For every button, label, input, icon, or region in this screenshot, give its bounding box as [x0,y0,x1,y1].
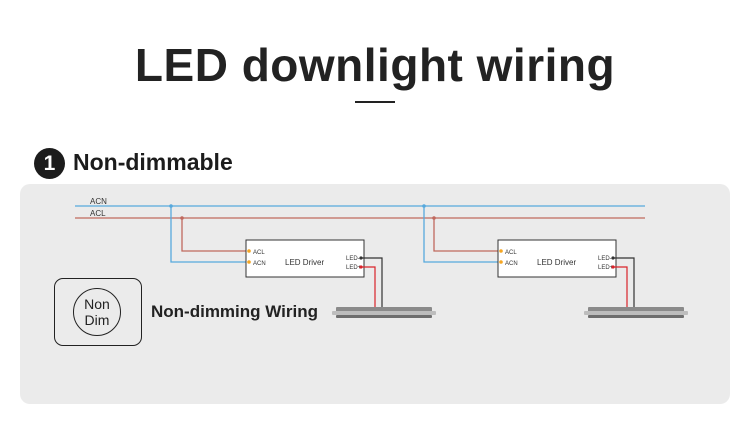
acl-bus-label: ACL [90,209,106,218]
acl-terminal [247,249,251,253]
led-positive-wire [613,266,628,307]
page-title: LED downlight wiring [134,39,616,91]
acn-drop-wire [423,206,498,263]
acn-bus-label: ACN [90,197,107,206]
led-driver-box [497,239,617,278]
title-underline [355,101,395,103]
non-dim-icon-line1: Non [84,296,110,312]
downlight-fixture [332,307,436,318]
driver-group-1: ACL ACN LED Driver LED- LED+ [169,204,436,318]
led-negative-wire [361,257,383,307]
driver-acl-label: ACL [253,250,265,256]
acl-drop-wire [433,218,498,252]
non-dim-icon-line2: Dim [84,312,110,328]
section-number-badge: 1 [34,148,65,179]
driver-acl-label: ACL [505,250,517,256]
driver-acn-label: ACN [253,261,266,267]
led-negative-wire [613,257,635,307]
section-title: Non-dimmable [73,149,233,175]
acl-terminal [499,249,503,253]
driver-group-2: ACL ACN LED Driver LED- LED+ [422,204,688,318]
driver-acn-label: ACN [505,261,518,267]
acn-terminal [499,260,503,264]
driver-led-pos-label: LED+ [346,265,362,271]
non-dim-icon: Non Dim [73,288,121,336]
driver-led-neg-label: LED- [598,256,612,262]
non-dim-icon-box: Non Dim [54,278,142,346]
downlight-fixture [584,307,688,318]
acn-drop-wire [170,206,246,263]
non-dimming-wiring-label: Non-dimming Wiring [151,302,318,321]
led-driver-box [245,239,365,278]
driver-led-neg-label: LED- [346,256,360,262]
led-driver-label: LED Driver [285,258,324,267]
led-driver-label: LED Driver [537,258,576,267]
acl-drop-wire [181,218,246,252]
driver-led-pos-label: LED+ [598,265,614,271]
acn-terminal [247,260,251,264]
led-positive-wire [361,266,376,307]
